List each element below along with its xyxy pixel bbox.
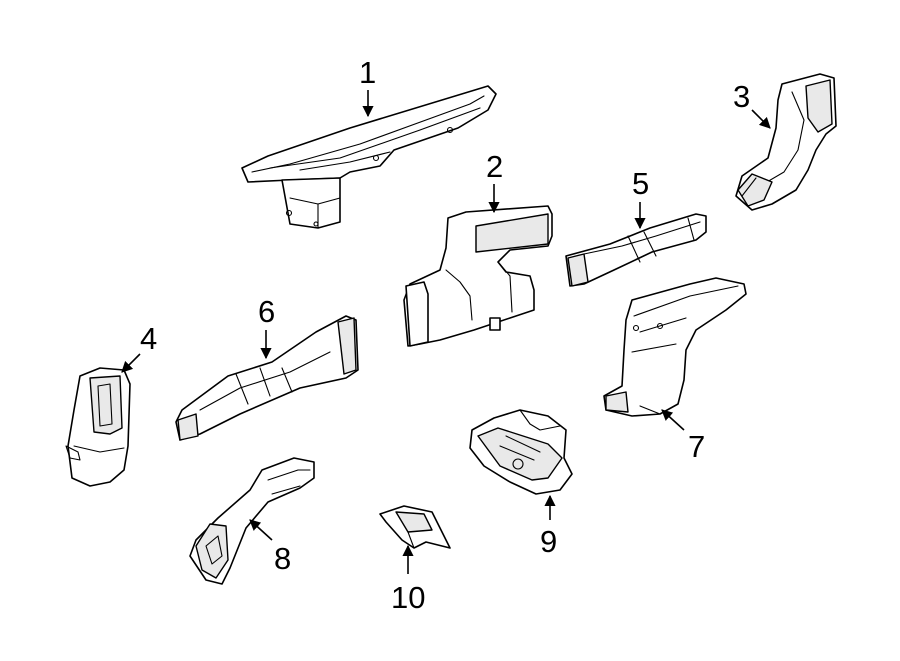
callout-7-label: 7 [688, 429, 705, 464]
callout-10-label: 10 [391, 580, 425, 615]
part-3-side-duct[interactable] [735, 73, 837, 211]
callout-4-leader [121, 353, 141, 373]
part-4-vertical-outlet[interactable] [65, 367, 131, 487]
callout-3-leader [751, 109, 771, 129]
callout-7-leader [661, 409, 685, 431]
part-9-outlet-housing[interactable] [469, 409, 573, 495]
callout-3-label: 3 [733, 79, 750, 114]
callout-6-label: 6 [258, 294, 275, 329]
part-8-floor-outlet[interactable] [189, 457, 315, 585]
callout-8-leader [249, 519, 273, 541]
callout-8-label: 8 [274, 541, 291, 576]
callout-1-label: 1 [359, 55, 376, 90]
callout-4-label: 4 [140, 321, 157, 356]
part-10-bracket[interactable] [379, 505, 451, 549]
part-2-center-duct[interactable] [403, 205, 553, 347]
part-6-long-duct[interactable] [175, 315, 359, 441]
callout-5-label: 5 [632, 166, 649, 201]
part-7-floor-duct[interactable] [603, 277, 747, 417]
callout-9-label: 9 [540, 524, 557, 559]
part-1-defroster-duct[interactable] [241, 85, 497, 229]
part-5-straight-duct[interactable] [565, 213, 707, 287]
callout-2-label: 2 [486, 149, 503, 184]
